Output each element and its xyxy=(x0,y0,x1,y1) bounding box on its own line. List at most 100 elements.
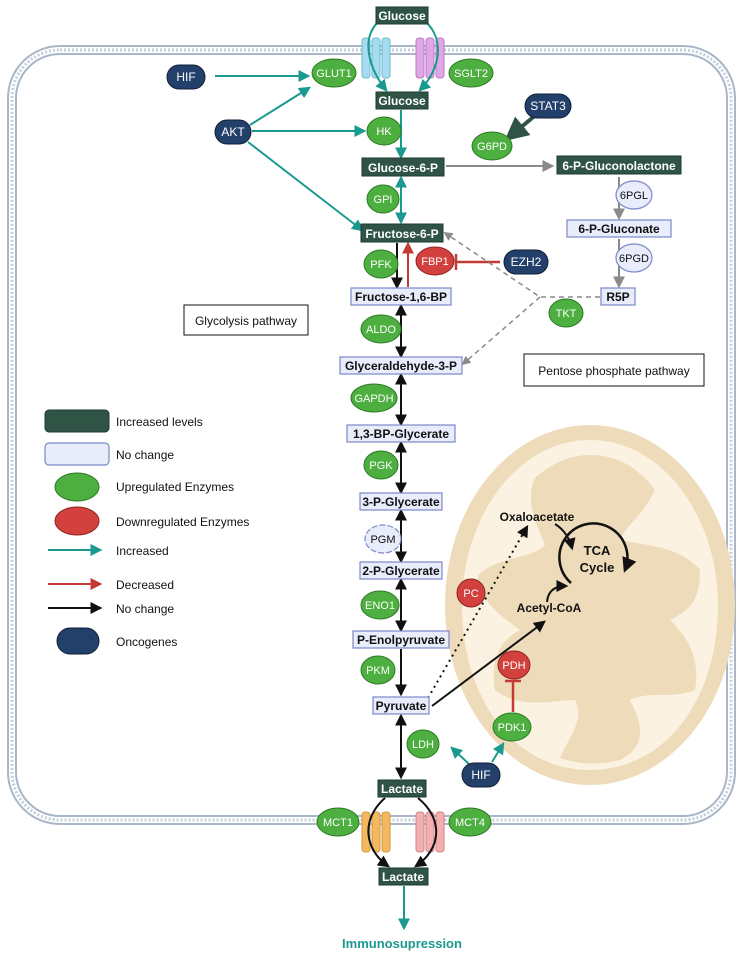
enzyme-mct4: MCT4 xyxy=(448,807,492,837)
svg-text:PGM: PGM xyxy=(370,534,395,546)
mitochondrion xyxy=(445,425,735,785)
svg-text:P-Enolpyruvate: P-Enolpyruvate xyxy=(357,633,445,647)
svg-text:Glucose-6-P: Glucose-6-P xyxy=(368,161,438,175)
enzyme-pgm: PGM xyxy=(364,524,402,554)
oncogene-hif-bottom: HIF xyxy=(461,762,501,788)
svg-text:Upregulated Enzymes: Upregulated Enzymes xyxy=(116,480,234,494)
enzyme-aldo: ALDO xyxy=(360,314,402,344)
oncogene-hif-top: HIF xyxy=(166,64,206,90)
mct4-transporter xyxy=(415,811,445,853)
svg-text:Glucose: Glucose xyxy=(378,9,426,23)
legend: Increased levels No change Upregulated E… xyxy=(44,409,249,655)
tca-label-line2: Cycle xyxy=(580,560,615,575)
legend-increased-arrow: Increased xyxy=(48,544,169,558)
svg-text:FBP1: FBP1 xyxy=(421,256,449,268)
legend-downregulated: Downregulated Enzymes xyxy=(54,506,249,536)
glycolysis-pathway-label: Glycolysis pathway xyxy=(183,304,309,336)
svg-text:Increased levels: Increased levels xyxy=(116,415,203,429)
svg-text:STAT3: STAT3 xyxy=(530,99,566,113)
svg-text:MCT1: MCT1 xyxy=(323,817,353,829)
enzyme-tkt: TKT xyxy=(548,298,584,328)
enzyme-pdk1: PDK1 xyxy=(492,712,532,742)
oncogene-ezh2: EZH2 xyxy=(503,249,549,275)
metabolite-1-3-bp-glycerate: 1,3-BP-Glycerate xyxy=(346,424,456,443)
metabolite-p-enolpyruvate: P-Enolpyruvate xyxy=(352,630,450,649)
svg-text:PKM: PKM xyxy=(366,665,390,677)
enzyme-glut1: GLUT1 xyxy=(311,58,357,88)
mct1-transport-arrow xyxy=(367,797,390,868)
arrow-hif-pdk1 xyxy=(491,741,505,763)
svg-text:Glycolysis pathway: Glycolysis pathway xyxy=(195,314,297,328)
metabolite-3-p-glycerate: 3-P-Glycerate xyxy=(359,492,443,511)
svg-text:HIF: HIF xyxy=(176,70,195,84)
sglt2-transporter xyxy=(415,37,445,79)
enzyme-6pgl: 6PGL xyxy=(615,180,653,210)
metabolite-r5p: R5P xyxy=(600,287,636,306)
sglt2-transport-arrow xyxy=(418,21,439,92)
arrow-akt-f6p xyxy=(247,141,364,232)
enzyme-gpi: GPI xyxy=(366,184,400,214)
mct1-transporter xyxy=(361,811,391,853)
metabolite-lactate-in: Lactate xyxy=(377,779,427,798)
svg-text:6PGD: 6PGD xyxy=(619,253,649,265)
svg-text:No change: No change xyxy=(116,448,174,462)
svg-text:PFK: PFK xyxy=(370,259,392,271)
svg-text:AKT: AKT xyxy=(221,125,245,139)
oncogene-akt: AKT xyxy=(214,119,252,145)
svg-text:Increased: Increased xyxy=(116,544,169,558)
svg-text:1,3-BP-Glycerate: 1,3-BP-Glycerate xyxy=(353,427,449,441)
enzyme-ldh: LDH xyxy=(406,729,440,759)
svg-text:GPI: GPI xyxy=(374,194,393,206)
arrow-r5p-f6p xyxy=(443,231,600,298)
oncogene-stat3: STAT3 xyxy=(524,93,572,119)
metabolite-glucose-in: Glucose xyxy=(375,91,429,110)
metabolite-gluconolactone: 6-P-Gluconolactone xyxy=(556,155,682,175)
legend-increased-levels: Increased levels xyxy=(44,409,203,433)
legend-no-change-arrow: No change xyxy=(48,602,174,616)
svg-text:6-P-Gluconate: 6-P-Gluconate xyxy=(578,222,660,236)
arrow-akt-glut1 xyxy=(249,86,312,126)
svg-text:EZH2: EZH2 xyxy=(511,255,542,269)
immunosuppression-label: Immunosupression xyxy=(342,936,462,951)
svg-text:Lactate: Lactate xyxy=(381,782,423,796)
metabolite-fructose-6-p: Fructose-6-P xyxy=(360,223,444,243)
metabolite-glucose-6-p: Glucose-6-P xyxy=(361,157,445,177)
legend-oncogenes: Oncogenes xyxy=(56,627,177,655)
svg-text:ALDO: ALDO xyxy=(366,324,396,336)
glut1-transporter xyxy=(361,37,391,79)
metabolite-lactate-out: Lactate xyxy=(378,867,429,886)
enzyme-6pgd: 6PGD xyxy=(615,243,653,273)
svg-text:PDH: PDH xyxy=(502,660,525,672)
svg-text:Glucose: Glucose xyxy=(378,94,426,108)
enzyme-gapdh: GAPDH xyxy=(350,383,398,413)
svg-text:PDK1: PDK1 xyxy=(498,722,527,734)
svg-text:2-P-Glycerate: 2-P-Glycerate xyxy=(362,564,440,578)
tca-cycle xyxy=(546,522,637,603)
svg-text:6-P-Gluconolactone: 6-P-Gluconolactone xyxy=(562,159,676,173)
enzyme-sglt2: SGLT2 xyxy=(448,58,494,88)
oxaloacetate-label: Oxaloacetate xyxy=(500,510,575,524)
svg-text:LDH: LDH xyxy=(412,739,434,751)
svg-text:PGK: PGK xyxy=(369,460,393,472)
enzyme-pdh: PDH xyxy=(497,650,531,680)
svg-text:Glyceraldehyde-3-P: Glyceraldehyde-3-P xyxy=(345,359,457,373)
legend-decreased-arrow: Decreased xyxy=(48,578,174,592)
svg-text:SGLT2: SGLT2 xyxy=(454,68,488,80)
enzyme-hk: HK xyxy=(366,116,402,146)
arrow-pyruvate-acetylcoa xyxy=(431,620,546,707)
enzyme-pc: PC xyxy=(456,578,486,608)
legend-no-change-box: No change xyxy=(44,442,174,466)
svg-text:Pentose phosphate pathway: Pentose phosphate pathway xyxy=(538,364,689,378)
arrow-r5p-gap xyxy=(461,296,541,366)
metabolite-pyruvate: Pyruvate xyxy=(372,696,430,715)
svg-text:HIF: HIF xyxy=(471,768,490,782)
svg-text:G6PD: G6PD xyxy=(477,141,507,153)
svg-text:MCT4: MCT4 xyxy=(455,817,485,829)
arrow-hif-ldh xyxy=(450,746,471,766)
svg-text:6PGL: 6PGL xyxy=(620,190,648,202)
svg-text:HK: HK xyxy=(376,126,392,138)
tca-label-line1: TCA xyxy=(584,543,611,558)
svg-text:GLUT1: GLUT1 xyxy=(316,68,351,80)
enzyme-fbp1: FBP1 xyxy=(415,246,455,276)
metabolite-fructose-1-6-bp: Fructose-1,6-BP xyxy=(350,287,452,306)
